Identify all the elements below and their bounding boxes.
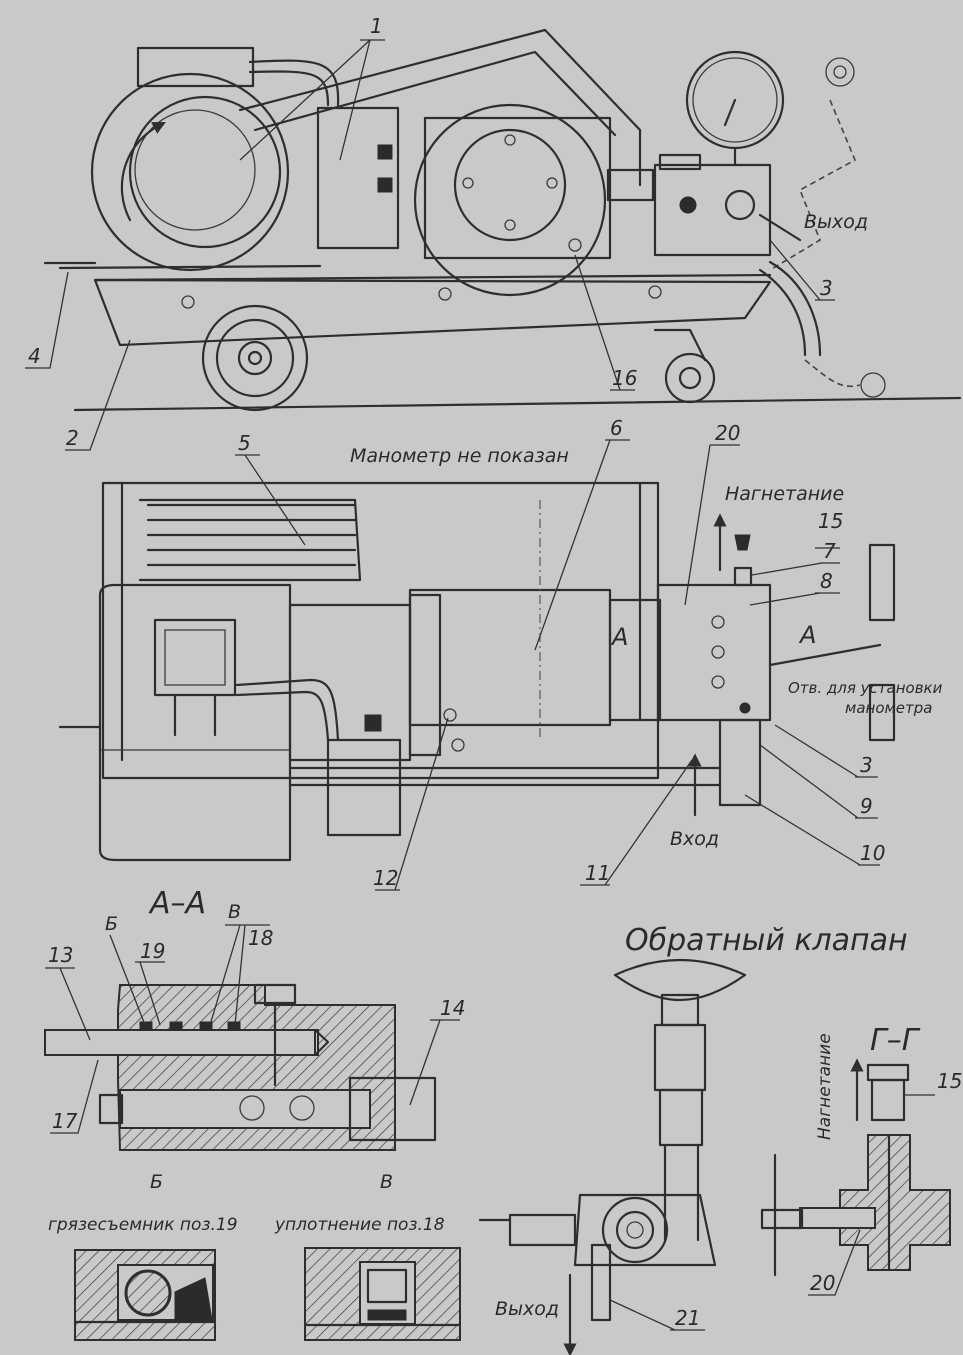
label-pos-5: 5: [238, 431, 251, 455]
label-pos-8: 8: [820, 569, 833, 593]
label-pos-2: 2: [66, 426, 79, 450]
leader-21: [609, 1299, 705, 1331]
label-pos-15-gg: 15: [937, 1069, 962, 1093]
label-pos-10: 10: [860, 841, 885, 865]
valve-block: [653, 153, 802, 257]
label-pos-4: 4: [28, 344, 41, 368]
label-gauge-port-1: Отв. для установки: [788, 679, 943, 697]
section-mark-a-left: А: [610, 623, 628, 651]
label-pos-20-top: 20: [715, 421, 740, 445]
motor-top: [58, 583, 412, 862]
label-pos-21: 21: [675, 1306, 700, 1330]
label-pos-1: 1: [370, 14, 383, 38]
section-g-g: [760, 1058, 951, 1277]
pump-top: [408, 500, 662, 757]
label-pos-7: 7: [823, 539, 836, 563]
section-a-a-title: А–А: [148, 886, 206, 921]
pump-unit: [413, 103, 655, 297]
side-view: [43, 28, 962, 412]
manometer: [685, 50, 785, 167]
check-valve-view: [478, 958, 747, 1355]
label-manometer-not-shown: Манометр не показан: [350, 445, 569, 467]
label-outlet-2: Выход: [495, 1298, 559, 1320]
label-seal: уплотнение поз.18: [274, 1215, 445, 1235]
label-outlet: Выход: [804, 211, 868, 233]
leaders-top: [235, 439, 880, 891]
label-pos-11: 11: [585, 861, 610, 885]
label-pos-13: 13: [48, 943, 73, 967]
label-gauge-port-2: манометра: [845, 699, 933, 717]
leader-20-gg: [808, 1229, 861, 1296]
section-mark-a-right: А: [798, 621, 816, 649]
label-discharge: Нагнетание: [725, 483, 844, 505]
label-discharge-2: Нагнетание: [815, 1033, 835, 1140]
label-pos-17: 17: [52, 1109, 78, 1133]
check-valve-title: Обратный клапан: [625, 923, 908, 958]
label-pos-12: 12: [373, 866, 398, 890]
section-b-mark: Б: [105, 913, 118, 935]
label-pos-9: 9: [860, 794, 873, 818]
label-pos-19: 19: [140, 939, 165, 963]
top-view: [58, 481, 896, 862]
label-pos-14: 14: [440, 996, 465, 1020]
label-pos-3-top: 3: [860, 753, 873, 777]
belt-guard-grille: [138, 498, 362, 582]
leaders-side: [25, 39, 835, 451]
label-inlet: Вход: [670, 828, 719, 850]
section-g-g-title: Г–Г: [870, 1023, 921, 1058]
caster-wheel: [653, 328, 716, 404]
label-pos-20-gg: 20: [810, 1271, 835, 1295]
section-a-a: [44, 983, 437, 1151]
section-v-mark: В: [228, 901, 241, 923]
label-pos-15-top: 15: [818, 509, 843, 533]
detail-v-mark: В: [380, 1171, 393, 1193]
detail-b: [73, 1249, 217, 1341]
label-wiper: грязесъемник поз.19: [48, 1215, 238, 1235]
leaders-section: [45, 924, 460, 1134]
label-pos-18: 18: [248, 926, 273, 950]
detail-b-mark: Б: [150, 1171, 163, 1193]
electric-motor: [90, 46, 340, 272]
label-pos-6: 6: [610, 416, 623, 440]
detail-v: [303, 1247, 462, 1341]
valve-block-top: [288, 543, 896, 807]
label-pos-3-side: 3: [820, 276, 833, 300]
label-pos-16: 16: [612, 366, 637, 390]
main-wheel: [201, 304, 309, 412]
